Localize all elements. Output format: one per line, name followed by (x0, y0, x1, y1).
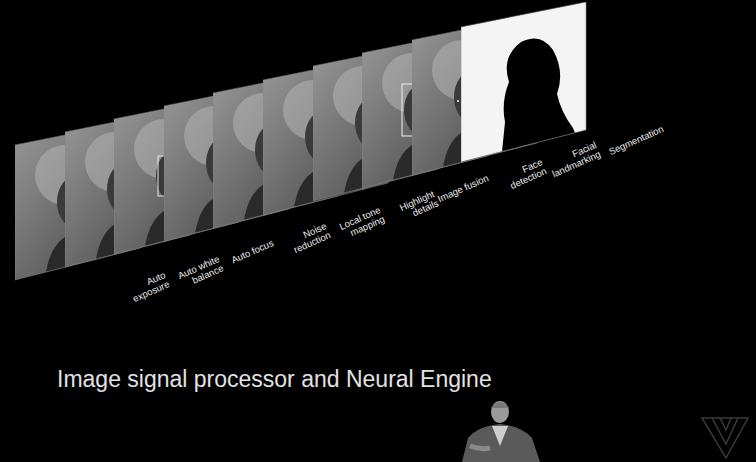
slide-title: Image signal processor and Neural Engine (57, 366, 492, 393)
stage-label: Face detection (487, 157, 548, 199)
stage-label: Segmentation (596, 124, 666, 162)
stage-label: Auto white balance (164, 254, 225, 296)
stage-label: Auto exposure (110, 270, 171, 312)
watermark-logo (702, 418, 748, 458)
stage-label: Local tone mapping (325, 205, 386, 247)
presenter-figure (462, 401, 540, 462)
stage-label: Noise reduction (271, 221, 332, 263)
stage-label: Highlight details (379, 189, 440, 231)
stage-label: Image fusion (433, 173, 490, 206)
stage-label: Auto focus (218, 238, 275, 271)
stage-label: Facial landmarking (541, 140, 602, 182)
pipeline-frame: Segmentation (461, 2, 669, 207)
